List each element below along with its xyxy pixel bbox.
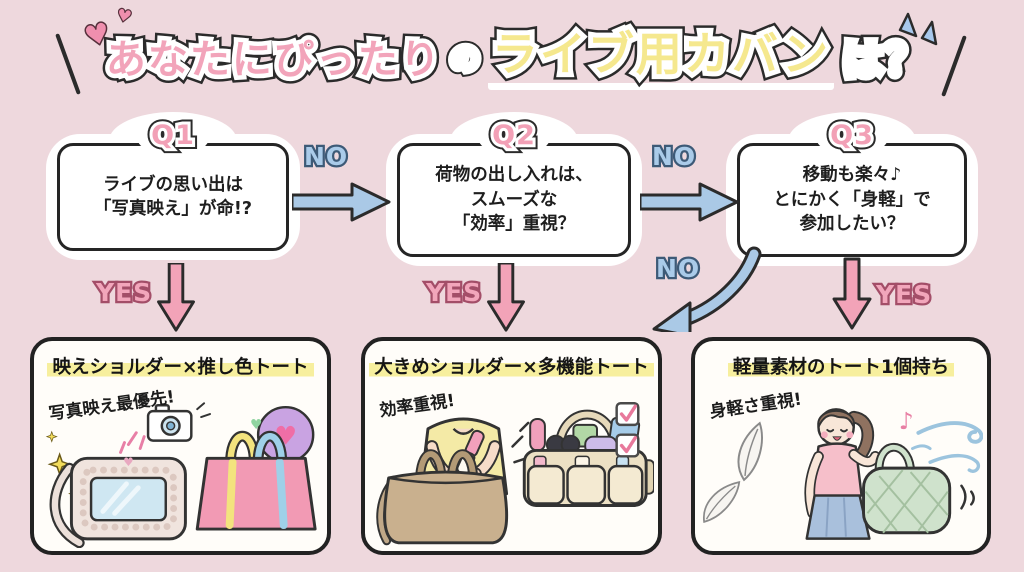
large-shoulder-bag [376,449,509,546]
pink-tote-bag [195,431,317,531]
question-text-line: 移動も楽々♪ [802,165,902,186]
question-number-badge: Q2 [478,122,550,149]
result-illustration-1: ♥ ♥ ♥ [38,402,323,548]
question-number-badge: Q1 [137,122,209,149]
result-card-3: 軽量素材のトート1個持ち 身軽さ重視! [691,337,991,555]
woman-figure [804,408,881,540]
no-arrow-q2-to-q3 [640,182,739,222]
yes-arrow-q1-to-result1 [157,263,195,332]
illustration-svg: ♥ ♥ ♥ [45,402,317,548]
quilted-tote-bag [862,442,975,535]
feather-icon [703,421,763,524]
result-title: 映えショルダー×推し色トート [47,357,314,378]
illustration-svg [376,402,654,546]
question-frame: Q3 移動も楽々♪ とにかく「身軽」で 参加したい？ [737,122,967,257]
no-label-q1-q2: NO [304,144,348,169]
organizer-tote-bag [522,409,654,507]
result-illustration-3: ♪ [699,402,983,548]
no-arrow-q1-to-q2 [292,182,391,222]
title-part-pink: あなたにぴったり [106,40,442,80]
result-card-1: 映えショルダー×推し色トート 写真映え最優先! [30,337,331,555]
no-label-q3: NO [656,256,700,281]
question-number: Q1 [151,122,195,149]
heart-icon: ♥ [250,417,262,433]
question-frame: Q1 ライブの思い出は 「写真映え」が命!? [57,122,289,251]
title-underline: ライブ用カバン [487,31,835,90]
heart-charm-icon: ♥ [123,455,134,469]
result-illustration-2 [369,402,654,548]
question-text-line: スムーズな [470,189,558,210]
no-label-q2-q3: NO [652,144,696,169]
music-note-icon: ♪ [899,407,914,435]
question-bubble-q3: Q3 移動も楽々♪ とにかく「身軽」で 参加したい？ [726,112,978,266]
question-text-line: 荷物の出し入れは、 [435,165,593,186]
title-part-yellow: ライブ用カバン [492,31,831,77]
result-title: 大きめショルダー×多機能トート [369,357,654,378]
no-arrow-q3-curved [652,246,762,332]
question-number: Q2 [492,122,536,149]
result-title: 軽量素材のトート1個持ち [727,357,955,378]
checkbox-icon [615,402,640,458]
yes-arrow-q2-to-result2 [487,263,525,332]
title-particle: の [450,45,480,76]
result-title-line: 大きめショルダー×多機能トート [365,353,658,379]
question-text-line: 「写真映え」が命!? [93,199,253,219]
yes-label-q1: YES [96,280,152,305]
sparkle-triangles-icon [898,12,938,46]
question-text-line: ライブの思い出は [103,174,243,195]
camera-icon [146,402,211,442]
question-text-line: とにかく「身軽」で [773,189,931,210]
yes-label-q3: YES [876,282,932,307]
illustration-svg: ♪ [703,407,983,540]
motion-marks [960,484,975,510]
title-suffix: は？ [842,39,928,81]
yes-arrow-q3-to-result3 [832,257,872,330]
excitement-marks [119,431,146,454]
yes-label-q2: YES [426,280,482,305]
question-text-line: 参加したい？ [799,214,905,235]
result-card-2: 大きめショルダー×多機能トート 効率重視! [361,337,662,555]
question-frame: Q2 荷物の出し入れは、 スムーズな 「効率」重視？ [397,122,631,257]
question-text-line: 「効率」重視？ [452,214,576,235]
wind-swirl-icon [911,421,983,473]
result-title-line: 軽量素材のトート1個持ち [695,353,987,379]
question-number: Q3 [830,122,874,149]
question-bubble-q2: Q2 荷物の出し入れは、 スムーズな 「効率」重視？ [386,112,642,266]
result-title-line: 映えショルダー×推し色トート [34,353,327,379]
page-title: あなたにぴったり の ライブ用カバン は？ [70,20,964,100]
question-bubble-q1: Q1 ライブの思い出は 「写真映え」が命!? [46,112,300,260]
clear-window-shoulder-bag: ♥ [49,455,187,548]
question-number-badge: Q3 [816,122,888,149]
